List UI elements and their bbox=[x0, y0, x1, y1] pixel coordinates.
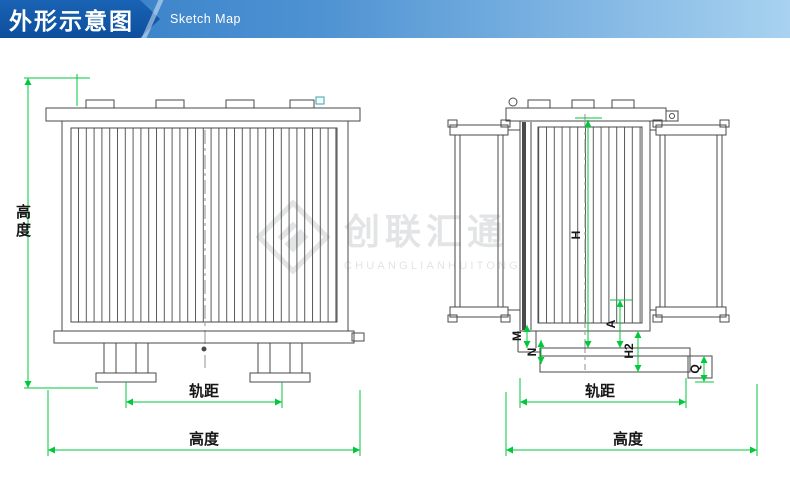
dim-label-h2: H2 bbox=[622, 343, 636, 359]
front-view-dimensions: 轨距 高度 bbox=[24, 74, 361, 456]
header-banner: 外形示意图 Sketch Map bbox=[0, 0, 790, 38]
side-base bbox=[517, 331, 713, 379]
watermark: 创联汇通 CHUANGLIANHUITONG bbox=[256, 200, 521, 274]
header-title-block: 外形示意图 bbox=[0, 0, 160, 38]
dim-label-h: H bbox=[569, 231, 583, 240]
lid-marker-symbol bbox=[315, 96, 325, 105]
dim-label-a: A bbox=[604, 319, 618, 328]
right-radiator-bank bbox=[650, 119, 730, 323]
page-title: 外形示意图 bbox=[9, 8, 134, 34]
watermark-text: 创联汇通 CHUANGLIANHUITONG bbox=[344, 203, 521, 272]
front-height-label: 高度 bbox=[14, 204, 31, 240]
left-radiator-bank bbox=[447, 119, 520, 323]
watermark-brand: 创联汇通 bbox=[344, 210, 509, 252]
watermark-brand-latin: CHUANGLIANHUITONG bbox=[344, 259, 522, 272]
side-lifting-lug bbox=[508, 97, 518, 107]
side-width-label: 高度 bbox=[613, 430, 644, 448]
front-base bbox=[53, 330, 365, 383]
dim-label-n: N bbox=[525, 348, 539, 357]
front-lid bbox=[45, 107, 361, 122]
side-lid bbox=[505, 107, 667, 122]
page-subtitle: Sketch Map bbox=[170, 12, 242, 26]
side-view-dimensions: H A H2 M N Q 轨距 高度 bbox=[505, 117, 758, 456]
front-view bbox=[45, 96, 365, 383]
front-width-label: 高度 bbox=[189, 430, 220, 448]
side-lid-terminals bbox=[527, 99, 635, 109]
front-corrugated-fins bbox=[70, 127, 338, 323]
dim-label-q: Q bbox=[688, 364, 702, 373]
side-corrugated-fins bbox=[537, 126, 643, 324]
dim-label-m: M bbox=[510, 331, 524, 341]
front-lid-terminals bbox=[85, 96, 325, 109]
side-gauge-label: 轨距 bbox=[585, 382, 615, 400]
front-gauge-label: 轨距 bbox=[189, 382, 219, 400]
